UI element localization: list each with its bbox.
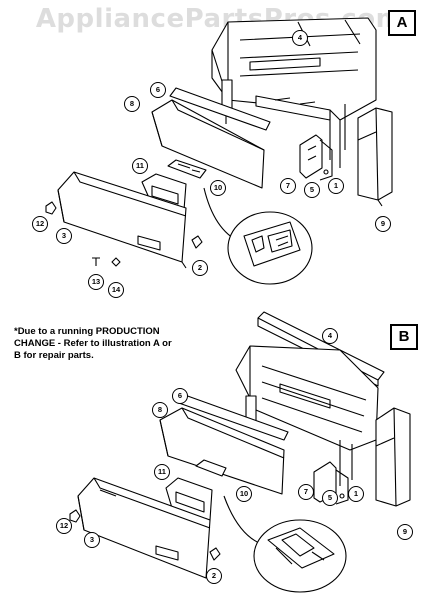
manifold-panel-a [57,171,187,269]
callout-a-7: 7 [280,178,296,194]
callout-b-6: 6 [172,388,188,404]
callout-b-7: 7 [298,484,314,500]
callout-a-12: 12 [32,216,48,232]
detail-circle-b [253,519,347,593]
backguard-frame-b [235,345,379,486]
callout-a-9: 9 [375,216,391,232]
callout-a-13: 13 [88,274,104,290]
callout-b-4: 4 [322,328,338,344]
callout-b-10: 10 [236,486,252,502]
end-cap-a [357,107,393,207]
hardware-a [45,201,203,267]
control-panel-a [151,99,265,189]
control-panel-b [159,407,285,495]
callout-a-6: 6 [150,82,166,98]
callout-b-3: 3 [84,532,100,548]
callout-a-2: 2 [192,260,208,276]
diagram-b [69,311,411,593]
callout-b-12: 12 [56,518,72,534]
callout-b-5: 5 [322,490,338,506]
callout-a-5: 5 [304,182,320,198]
hardware-b [69,509,221,561]
backguard-frame-a [211,17,377,168]
section-b-marker: B [390,324,418,350]
detail-circle-a [227,211,313,285]
production-change-note: *Due to a running PRODUCTION CHANGE - Re… [14,326,172,361]
section-a-marker: A [388,10,416,36]
callout-b-11: 11 [154,464,170,480]
callout-a-14: 14 [108,282,124,298]
callout-a-11: 11 [132,158,148,174]
callout-a-10: 10 [210,180,226,196]
end-cap-b [375,407,411,507]
callout-a-1: 1 [328,178,344,194]
side-bracket-a [299,134,333,181]
diagram-a [45,17,393,285]
callout-a-8: 8 [124,96,140,112]
callout-a-4: 4 [292,30,308,46]
callout-b-1: 1 [348,486,364,502]
callout-a-3: 3 [56,228,72,244]
trim-strip-a [169,87,271,131]
callout-b-8: 8 [152,402,168,418]
manifold-panel-b [77,477,211,579]
callout-b-2: 2 [206,568,222,584]
callout-b-9: 9 [397,524,413,540]
